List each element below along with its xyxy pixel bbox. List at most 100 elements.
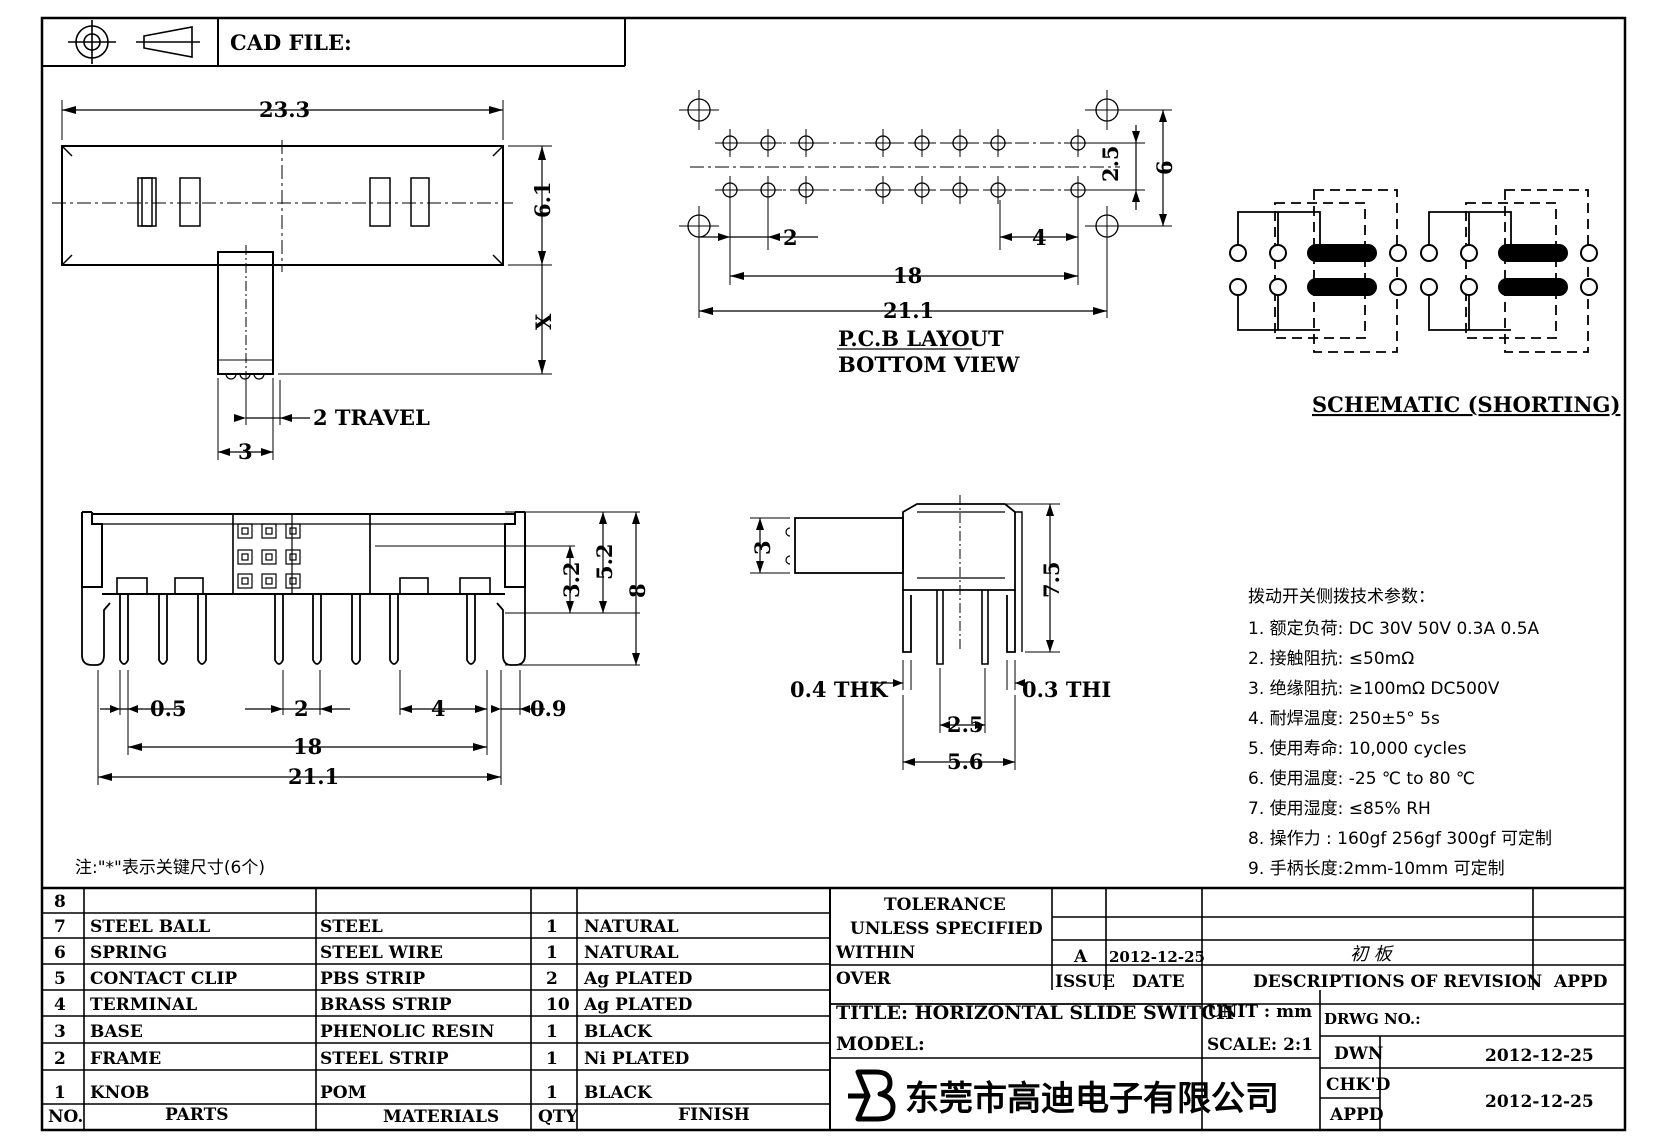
- bom-cell-qty: 2: [546, 969, 558, 989]
- chkd-date: 2012-12-25: [1485, 1092, 1594, 1112]
- pcb-mount-hole-icon: [679, 90, 719, 130]
- terminal-pin: [274, 594, 284, 665]
- contact-cell-inner: [289, 527, 297, 535]
- dim-travel: 2 TRAVEL: [313, 405, 430, 430]
- terminal-pin: [389, 594, 399, 665]
- pcb-pin-hole-icon: [754, 129, 782, 157]
- spec-item: 9. 手柄长度:2mm-10mm 可定制: [1248, 859, 1505, 879]
- bom-cell-no: 1: [54, 1083, 66, 1103]
- scale-label: SCALE: 2:1: [1207, 1035, 1313, 1055]
- spec-item: 1. 额定负荷: DC 30V 50V 0.3A 0.5A: [1248, 619, 1540, 639]
- bom-cell-material: BRASS STRIP: [320, 995, 452, 1015]
- pcb-mount-hole-icon: [679, 206, 719, 246]
- terminal-pin: [466, 594, 476, 665]
- top-view: [52, 100, 552, 460]
- spec-item: 8. 操作力 : 160gf 256gf 300gf 可定制: [1248, 829, 1552, 849]
- contact-cell-inner: [289, 577, 297, 585]
- chkd-label: CHK'D: [1326, 1075, 1391, 1095]
- title-block: [830, 888, 1625, 1130]
- dim-pcb-18: 18: [893, 263, 922, 288]
- pcb-pin-hole-icon: [984, 176, 1012, 204]
- bom-cell-material: PBS STRIP: [320, 969, 425, 989]
- contact-cell: [261, 549, 277, 565]
- bom-cell-part: FRAME: [90, 1049, 161, 1069]
- thk-right: 0.3 THI: [1022, 677, 1111, 702]
- contact-cell-inner: [265, 527, 273, 535]
- dim-7-5: 7.5: [1039, 561, 1064, 598]
- bom-cell-material: PHENOLIC RESIN: [320, 1022, 494, 1042]
- pcb-pin-hole-icon: [869, 129, 897, 157]
- schematic-block-right: [1420, 189, 1598, 353]
- bom-cell-qty: 1: [546, 943, 558, 963]
- bom-cell-part: BASE: [90, 1022, 143, 1042]
- bom-cell-no: 2: [54, 1049, 66, 1069]
- bom-header-qty: QTY: [538, 1107, 578, 1127]
- schematic-title: SCHEMATIC (SHORTING): [1312, 392, 1620, 417]
- bom-cell-finish: Ni PLATED: [584, 1049, 690, 1069]
- bom-header-materials: MATERIALS: [383, 1107, 499, 1127]
- front-view: [81, 511, 640, 785]
- terminal-pin: [312, 594, 322, 665]
- bom-cell-no: 7: [54, 917, 66, 937]
- pcb-pin-hole-icon: [908, 129, 936, 157]
- pcb-pin-hole-icon: [754, 176, 782, 204]
- date-label: DATE: [1132, 972, 1185, 992]
- bom-cell-qty: 1: [546, 1049, 558, 1069]
- contact-cell-inner: [289, 553, 297, 561]
- bom-cell-qty: 1: [546, 917, 558, 937]
- over-label: OVER: [836, 969, 892, 989]
- note-text: 注:"*"表示关键尺寸(6个): [75, 858, 265, 878]
- dim-3-2: 3.2: [559, 561, 584, 598]
- dim-front-4: 4: [431, 696, 446, 721]
- bom-header-no: NO.: [48, 1107, 83, 1127]
- dim-pcb-21-1: 21.1: [883, 298, 934, 323]
- bom-cell-qty: 10: [546, 995, 570, 1015]
- bom-cell-finish: Ag PLATED: [583, 995, 693, 1015]
- issue-label: ISSUE: [1055, 972, 1115, 992]
- within-label: WITHIN: [835, 943, 915, 963]
- spec-item: 3. 绝缘阻抗: ≥100mΩ DC500V: [1248, 679, 1500, 699]
- spec-item: 5. 使用寿命: 10,000 cycles: [1248, 738, 1467, 759]
- pcb-pin-hole-icon: [869, 176, 897, 204]
- bom-cell-part: SPRING: [90, 943, 167, 963]
- specs-list: 1. 额定负荷: DC 30V 50V 0.3A 0.5A2. 接触阻抗: ≤5…: [1248, 619, 1552, 879]
- dim-pcb-2: 2: [783, 225, 798, 250]
- bom-header-parts: PARTS: [165, 1105, 229, 1125]
- bom-table: [42, 886, 1625, 1130]
- bom-cell-no: 5: [54, 969, 66, 989]
- spec-item: 6. 使用温度: -25 ℃ to 80 ℃: [1248, 768, 1475, 789]
- pcb-subtitle: BOTTOM VIEW: [838, 352, 1020, 377]
- cad-file-label: CAD FILE:: [230, 30, 352, 55]
- tolerance-line2: UNLESS SPECIFIED: [850, 919, 1043, 939]
- pcb-pin-hole-icon: [716, 176, 744, 204]
- contact-cell: [285, 573, 301, 589]
- dim-8: 8: [625, 583, 650, 598]
- bom-cell-part: TERMINAL: [90, 995, 197, 1015]
- pcb-pin-hole-icon: [946, 176, 974, 204]
- terminal-pin: [351, 594, 361, 665]
- model-label: MODEL:: [836, 1033, 925, 1055]
- dwn-label: DWN: [1334, 1044, 1383, 1064]
- revision-desc: 初 板: [1350, 944, 1395, 965]
- bom-cell-finish: NATURAL: [584, 943, 679, 963]
- dwn-date: 2012-12-25: [1485, 1046, 1594, 1066]
- bom-cell-finish: BLACK: [584, 1083, 653, 1103]
- terminal-pin: [197, 594, 207, 665]
- dim-pcb-4: 4: [1032, 225, 1047, 250]
- contact-cell-inner: [241, 553, 249, 561]
- pcb-layout: [679, 90, 1172, 350]
- pcb-pin-hole-icon: [792, 129, 820, 157]
- side-view: [750, 495, 1060, 770]
- dim-side-5-6: 5.6: [947, 749, 984, 774]
- pcb-pin-hole-icon: [792, 176, 820, 204]
- schematic: [1229, 189, 1598, 353]
- dim-front-2: 2: [294, 696, 309, 721]
- issue-value: A: [1073, 947, 1088, 967]
